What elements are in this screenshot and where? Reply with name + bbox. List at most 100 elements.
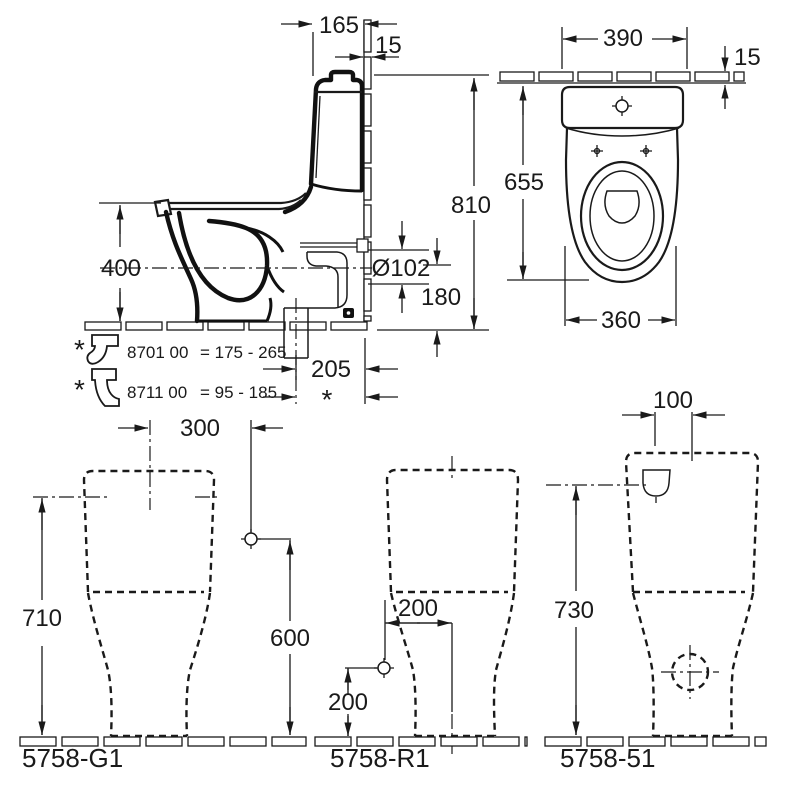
dim-label: 655: [504, 169, 544, 196]
tile: [84, 321, 122, 331]
note-vario-8711: * 8711 00 = 95 - 185: [74, 368, 277, 407]
note-marker: *: [74, 334, 85, 365]
dim-height-710: 710: [22, 498, 62, 735]
model-label: 5758-G1: [22, 743, 123, 773]
dim-label: Ø102: [372, 255, 431, 282]
dim-tile-thickness-top: 15: [721, 44, 761, 109]
vario-bend-short-icon: [91, 368, 120, 407]
dim-inlet-offset: 100: [622, 387, 725, 461]
dim-bowl-width: 360: [564, 246, 677, 334]
note-vario-8701: * 8701 00 = 175 - 265: [74, 334, 287, 365]
dim-label: 300: [180, 415, 220, 442]
trap-lower: [265, 265, 285, 294]
dim-label: 710: [22, 605, 62, 632]
tile: [363, 315, 372, 322]
bowl-base-back: [265, 297, 273, 322]
floor-tiles-g1: [19, 736, 307, 747]
supply-point-crosshair: [374, 658, 394, 678]
dim-supply-offset: 300: [118, 415, 283, 442]
dim-label: 360: [601, 307, 641, 334]
trap-top: [245, 226, 285, 253]
dim-label: 205: [311, 356, 351, 383]
rim-outer: [579, 160, 665, 272]
dim-label: 600: [270, 625, 310, 652]
vario-bend-long-icon: [86, 334, 119, 365]
dim-supply-offset: 200: [385, 595, 452, 627]
tile: [440, 736, 478, 747]
toilet-side: [100, 69, 372, 404]
cistern-outline-dashed: [385, 468, 520, 593]
tile: [712, 736, 750, 747]
tile: [248, 321, 286, 331]
cistern-outline-dashed: [82, 469, 216, 593]
flush-channel: [282, 184, 314, 215]
dim-label: 400: [101, 255, 141, 282]
tile: [544, 736, 582, 747]
tile: [655, 71, 691, 82]
tile: [733, 71, 745, 82]
tile: [363, 204, 372, 238]
tile: [61, 736, 99, 747]
tile: [19, 736, 57, 747]
tile: [103, 736, 141, 747]
seat-bolt-right-icon: [642, 147, 650, 155]
pedestal-right-dashed: [492, 592, 516, 737]
dim-label: 15: [734, 44, 761, 71]
dim-supply-height-600: 600: [270, 540, 310, 735]
outlet-position-crosshair: [661, 645, 719, 699]
bowl-cavity: [176, 210, 270, 303]
bowl-top-outline: [564, 127, 680, 284]
tile: [363, 130, 372, 164]
seat-underside: [164, 199, 302, 211]
dim-label: 810: [451, 192, 491, 219]
pedestal-left-dashed: [389, 592, 417, 737]
tile: [616, 71, 652, 82]
side-view: 165 15 810 400 Ø1: [74, 12, 491, 415]
toilet-top: [560, 85, 685, 284]
supply-point-icon: [377, 661, 391, 675]
supply-point-icon: [244, 532, 258, 546]
wall-tiles: [363, 19, 372, 322]
tile: [538, 71, 574, 82]
floor-tiles-r1: [314, 736, 528, 747]
cistern-outline: [308, 69, 365, 193]
floor-tiles: [84, 321, 368, 331]
tile: [314, 736, 352, 747]
tile: [754, 736, 767, 747]
cistern-outline-dashed: [624, 451, 760, 593]
tile: [207, 321, 245, 331]
dim-wall-tile-thickness: 15: [335, 32, 402, 61]
pedestal-left-dashed: [86, 592, 113, 737]
vario-connector-inner: [306, 252, 339, 308]
cistern-front-curve: [565, 127, 680, 137]
dim-label: 730: [554, 597, 594, 624]
supply-pipe: [300, 242, 358, 248]
dim-label: 15: [375, 32, 402, 59]
dim-label: 200: [328, 689, 368, 716]
tile: [586, 736, 624, 747]
tile: [363, 19, 372, 53]
variant-51: 100 730 5758-51: [544, 387, 767, 773]
inlet-cup: [642, 469, 671, 497]
fixing-bracket-hole: [346, 311, 351, 315]
dim-seat-height: 400: [99, 202, 161, 321]
dim-label: 200: [398, 595, 438, 622]
tile: [166, 321, 204, 331]
dim-overall-depth: 655: [504, 86, 589, 281]
dim-label: 100: [653, 387, 693, 414]
note-code: 8701 00: [127, 343, 188, 362]
flush-opening: [604, 190, 640, 224]
tile: [398, 736, 436, 747]
tile: [628, 736, 666, 747]
pedestal-left-dashed: [631, 592, 655, 737]
wall-tiles-top: [499, 71, 745, 82]
variant-g1: 300 710 600 5758-G1: [19, 415, 310, 773]
tile: [499, 71, 535, 82]
flush-button-crosshair: [612, 96, 632, 116]
dim-label: 165: [319, 12, 359, 39]
vario-connector-outer: [284, 251, 348, 309]
dim-cistern-width: 390: [561, 25, 688, 69]
pedestal-right-dashed: [185, 592, 212, 737]
tile: [229, 736, 267, 747]
